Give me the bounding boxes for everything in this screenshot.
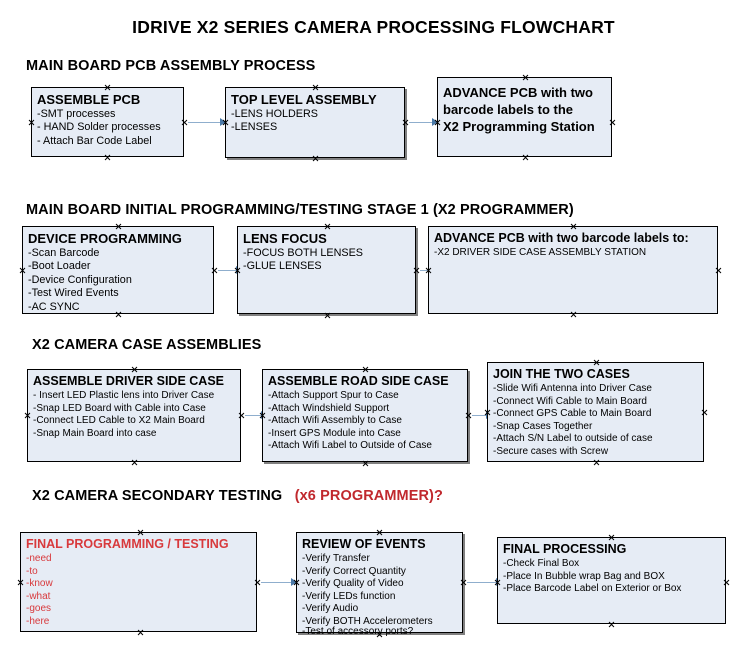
- node-advance-pcb-driver-side-header: ADVANCE PCB with two barcode labels to:: [434, 231, 689, 245]
- node-review-of-events-items: -Verify Transfer -Verify Correct Quantit…: [302, 553, 458, 637]
- page-title: IDRIVE X2 SERIES CAMERA PROCESSING FLOWC…: [132, 17, 615, 37]
- list-item: -to: [26, 565, 38, 577]
- node-assemble-driver-side-case[interactable]: ASSEMBLE DRIVER SIDE CASE - Insert LED P…: [27, 369, 241, 462]
- list-item: -Snap Main Board into case: [33, 427, 157, 439]
- node-final-processing-header: FINAL PROCESSING: [503, 542, 627, 556]
- node-assemble-pcb[interactable]: ASSEMBLE PCB -SMT processes - HAND Solde…: [31, 87, 184, 157]
- node-final-programming-testing-header: FINAL PROGRAMMING / TESTING: [26, 537, 229, 551]
- connector-top-level-to-advance-pcb: [409, 122, 435, 123]
- text-line: barcode labels to the: [443, 102, 574, 117]
- connector-driver-case-to-road-case: [245, 415, 263, 416]
- node-top-level-assembly-header: TOP LEVEL ASSEMBLY: [231, 92, 377, 107]
- arrowhead-icon: [220, 118, 226, 126]
- list-item: -goes: [26, 603, 52, 615]
- list-item: -AC SYNC: [28, 300, 80, 313]
- list-item: -Boot Loader: [28, 260, 91, 273]
- list-item: -Secure cases with Screw: [493, 445, 609, 457]
- list-item: -Attach Wifi Assembly to Case: [268, 415, 402, 427]
- node-advance-pcb-driver-side[interactable]: ADVANCE PCB with two barcode labels to: …: [428, 226, 718, 314]
- text-line: ADVANCE PCB with two: [443, 85, 593, 100]
- section-title-main-board-initial-programming: MAIN BOARD INITIAL PROGRAMMING/TESTING S…: [26, 202, 574, 218]
- node-advance-pcb-programming-station-text: ADVANCE PCB with two barcode labels to t…: [443, 82, 607, 135]
- node-top-level-assembly-items: -LENS HOLDERS -LENSES: [231, 108, 400, 135]
- list-item: -X2 DRIVER SIDE CASE ASSEMBLY STATION: [434, 247, 647, 258]
- list-item: -Snap LED Board with Cable into Case: [33, 402, 206, 414]
- node-advance-pcb-driver-side-items: -X2 DRIVER SIDE CASE ASSEMBLY STATION: [434, 247, 713, 260]
- node-review-of-events[interactable]: REVIEW OF EVENTS -Verify Transfer -Verif…: [296, 532, 463, 637]
- list-item: -LENSES: [231, 121, 278, 134]
- list-item: -Verify Audio: [302, 603, 359, 615]
- connector-final-programming-to-review-of-events: [261, 582, 293, 583]
- list-item: -need: [26, 553, 52, 564]
- node-assemble-pcb-header: ASSEMBLE PCB: [37, 92, 141, 107]
- list-item: -FOCUS BOTH LENSES: [243, 247, 363, 259]
- list-item: -GLUE LENSES: [243, 260, 322, 273]
- list-item: -Verify LEDs function: [302, 590, 396, 602]
- section-title-text: X2 CAMERA SECONDARY TESTING: [32, 488, 283, 504]
- node-join-the-two-cases[interactable]: JOIN THE TWO CASES -Slide Wifi Antenna i…: [487, 362, 704, 462]
- list-item: -Verify Transfer: [302, 553, 370, 564]
- list-item: - HAND Solder processes: [37, 121, 161, 134]
- connector-assemble-pcb-to-top-level: [188, 122, 222, 123]
- list-item: -here: [26, 615, 50, 627]
- list-item: -Attach S/N Label to outside of case: [493, 433, 653, 445]
- section-title-accent: (x6 PROGRAMMER)?: [294, 488, 443, 504]
- list-item: -Connect Wifi Cable to Main Board: [493, 395, 647, 407]
- list-item: -LENS HOLDERS: [231, 108, 318, 120]
- text-line: X2 Programming Station: [443, 119, 595, 134]
- list-item: -Verify BOTH Accelerometers: [302, 615, 433, 627]
- list-item: -what: [26, 590, 51, 602]
- list-item: -Connect GPS Cable to Main Board: [493, 408, 652, 420]
- list-item: -Attach Wifi Label to Outside of Case: [268, 440, 432, 452]
- node-final-programming-testing[interactable]: FINAL PROGRAMMING / TESTING -need -to -k…: [20, 532, 257, 632]
- list-item: -Attach Windshield Support: [268, 402, 390, 414]
- node-assemble-driver-side-case-header: ASSEMBLE DRIVER SIDE CASE: [33, 374, 225, 388]
- list-item: -Verify Correct Quantity: [302, 565, 406, 577]
- list-item: - Insert LED Plastic lens into Driver Ca…: [33, 390, 215, 401]
- list-item: -Scan Barcode: [28, 247, 100, 259]
- list-item: -Connect LED Cable to X2 Main Board: [33, 415, 205, 427]
- arrowhead-icon: [291, 578, 297, 586]
- section-title-x2-camera-secondary-testing: X2 CAMERA SECONDARY TESTING (x6 PROGRAMM…: [32, 488, 443, 504]
- node-device-programming-items: -Scan Barcode -Boot Loader -Device Confi…: [28, 247, 209, 314]
- node-final-processing-items: -Check Final Box -Place In Bubble wrap B…: [503, 558, 721, 596]
- list-item: -Insert GPS Module into Case: [268, 427, 401, 439]
- list-item: -Device Configuration: [28, 273, 132, 286]
- node-assemble-road-side-case-header: ASSEMBLE ROAD SIDE CASE: [268, 374, 449, 388]
- node-assemble-road-side-case-items: -Attach Support Spur to Case -Attach Win…: [268, 390, 463, 453]
- node-lens-focus-items: -FOCUS BOTH LENSES -GLUE LENSES: [243, 247, 411, 274]
- node-top-level-assembly[interactable]: TOP LEVEL ASSEMBLY -LENS HOLDERS -LENSES: [225, 87, 405, 158]
- node-join-the-two-cases-header: JOIN THE TWO CASES: [493, 367, 630, 381]
- list-item: -know: [26, 578, 53, 590]
- list-item: -Place In Bubble wrap Bag and BOX: [503, 570, 665, 582]
- connector-review-of-events-to-final-processing: [467, 582, 499, 583]
- list-item: -Check Final Box: [503, 558, 580, 569]
- node-assemble-pcb-items: -SMT processes - HAND Solder processes -…: [37, 108, 179, 148]
- list-item: -SMT processes: [37, 108, 116, 120]
- node-final-programming-testing-items: -need -to -know -what -goes -here: [26, 553, 252, 629]
- arrowhead-icon: [432, 118, 438, 126]
- list-item: -Test Wired Events: [28, 287, 119, 300]
- list-item: -Test of accessory ports?: [302, 626, 414, 637]
- node-device-programming[interactable]: DEVICE PROGRAMMING -Scan Barcode -Boot L…: [22, 226, 214, 314]
- node-lens-focus-header: LENS FOCUS: [243, 231, 327, 246]
- section-title-main-board-pcb-assembly: MAIN BOARD PCB ASSEMBLY PROCESS: [26, 58, 316, 74]
- list-item: - Attach Bar Code Label: [37, 134, 152, 147]
- list-item: -Slide Wifi Antenna into Driver Case: [493, 383, 652, 394]
- node-advance-pcb-programming-station[interactable]: ADVANCE PCB with two barcode labels to t…: [437, 77, 612, 157]
- connector-road-case-to-join-cases: [472, 415, 488, 416]
- list-item: -Attach Support Spur to Case: [268, 390, 399, 401]
- list-item: -Place Barcode Label on Exterior or Box: [503, 583, 682, 595]
- node-join-the-two-cases-items: -Slide Wifi Antenna into Driver Case -Co…: [493, 383, 699, 459]
- section-title-x2-camera-case-assemblies: X2 CAMERA CASE ASSEMBLIES: [32, 337, 262, 353]
- node-final-processing[interactable]: FINAL PROCESSING -Check Final Box -Place…: [497, 537, 726, 624]
- list-item: -Verify Quality of Video: [302, 578, 404, 590]
- node-review-of-events-header: REVIEW OF EVENTS: [302, 537, 426, 551]
- connector-device-programming-to-lens-focus: [218, 270, 238, 271]
- node-assemble-driver-side-case-items: - Insert LED Plastic lens into Driver Ca…: [33, 390, 236, 440]
- node-device-programming-header: DEVICE PROGRAMMING: [28, 231, 182, 246]
- node-assemble-road-side-case[interactable]: ASSEMBLE ROAD SIDE CASE -Attach Support …: [262, 369, 468, 462]
- node-lens-focus[interactable]: LENS FOCUS -FOCUS BOTH LENSES -GLUE LENS…: [237, 226, 416, 314]
- list-item: -Snap Cases Together: [493, 420, 593, 432]
